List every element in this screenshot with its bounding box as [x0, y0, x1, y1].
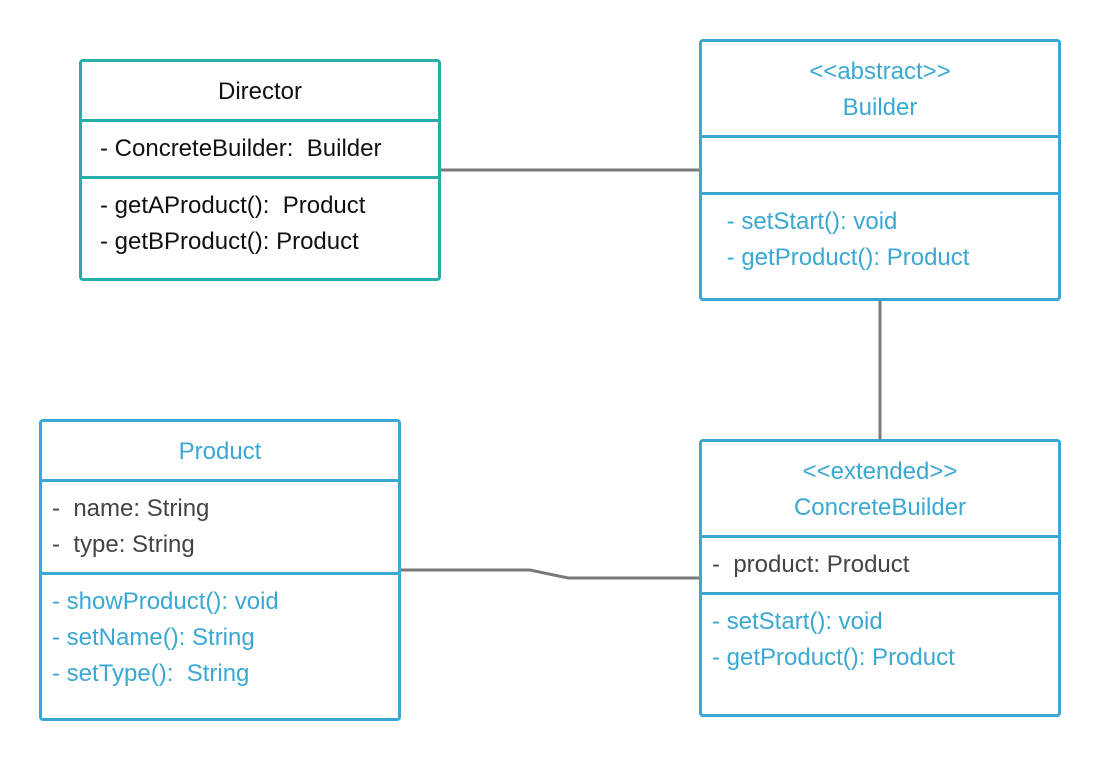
product-methods: - showProduct(): void - setName(): Strin… — [42, 572, 398, 692]
concretebuilder-attribute: - product: Product — [712, 551, 910, 578]
builder-name: Builder — [842, 94, 918, 121]
product-class[interactable]: Product - name: String - type: String - … — [39, 419, 401, 721]
product-attribute: - name: String — [52, 495, 210, 522]
concretebuilder-method: - getProduct(): Product — [712, 644, 955, 671]
product-header: Product — [42, 422, 398, 479]
director-methods: - getAProduct(): Product - getBProduct()… — [82, 176, 438, 260]
concretebuilder-name: ConcreteBuilder — [793, 494, 967, 521]
builder-header: <<abstract>> Builder — [702, 42, 1058, 135]
director-attribute: - ConcreteBuilder: Builder — [100, 135, 382, 162]
concretebuilder-class[interactable]: <<extended>> ConcreteBuilder - product: … — [699, 439, 1061, 717]
concretebuilder-stereotype: <<extended>> — [802, 458, 958, 485]
builder-methods: - setStart(): void - getProduct(): Produ… — [702, 192, 1058, 276]
product-attributes: - name: String - type: String — [42, 479, 398, 572]
director-name: Director — [217, 78, 302, 105]
product-method: - setType(): String — [52, 660, 250, 687]
product-attribute: - type: String — [52, 531, 195, 558]
concretebuilder-attributes: - product: Product — [702, 535, 1058, 592]
director-method: - getBProduct(): Product — [100, 228, 359, 255]
builder-attributes — [702, 135, 1058, 192]
director-attributes: - ConcreteBuilder: Builder — [82, 119, 438, 176]
builder-method: - setStart(): void — [720, 208, 898, 235]
connector-product-concretebuilder — [400, 568, 700, 580]
builder-method: - getProduct(): Product — [720, 244, 970, 271]
concretebuilder-header: <<extended>> ConcreteBuilder — [702, 442, 1058, 535]
director-header: Director — [82, 62, 438, 119]
director-class[interactable]: Director - ConcreteBuilder: Builder - ge… — [79, 59, 441, 281]
builder-class[interactable]: <<abstract>> Builder - setStart(): void … — [699, 39, 1061, 301]
concretebuilder-method: - setStart(): void — [712, 608, 883, 635]
product-method: - setName(): String — [52, 624, 255, 651]
director-method: - getAProduct(): Product — [100, 192, 366, 219]
builder-stereotype: <<abstract>> — [809, 58, 951, 85]
concretebuilder-methods: - setStart(): void - getProduct(): Produ… — [702, 592, 1058, 676]
product-name: Product — [178, 438, 262, 465]
product-method: - showProduct(): void — [52, 588, 279, 615]
